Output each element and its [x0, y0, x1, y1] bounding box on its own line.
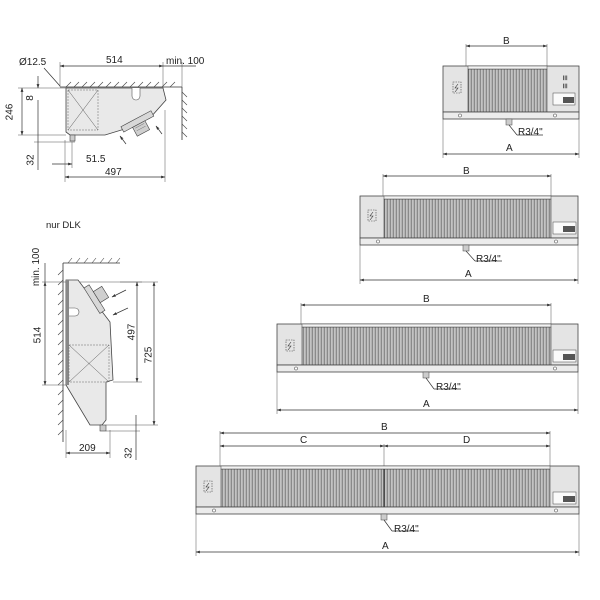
unit-4-c-label: C	[300, 435, 308, 446]
unit-3-drain-label: R3/4"	[436, 382, 461, 393]
depth-209-label: 209	[79, 443, 96, 454]
unit-3-a-label: A	[423, 399, 430, 410]
unit-2-drain-label: R3/4"	[476, 254, 501, 265]
height-725-label: 725	[143, 346, 155, 364]
drain-32-label: 32	[25, 154, 37, 166]
unit-4-b-label: B	[381, 422, 388, 433]
unit-3-b-label: B	[423, 294, 430, 305]
unit-1-b-label: B	[503, 36, 510, 47]
unit-1-drain-label: R3/4"	[518, 127, 543, 138]
min-clearance-label: min. 100	[166, 56, 205, 67]
unit-2-front-view	[359, 174, 579, 284]
wall-mount-side-view	[42, 257, 158, 460]
height-246-label: 246	[4, 103, 16, 121]
unit-4-d-label: D	[463, 435, 471, 446]
pipe-diameter-label: Ø12.5	[19, 57, 47, 68]
unit-2-b-label: B	[463, 166, 470, 177]
unit-3-front-view	[276, 303, 579, 414]
unit-4-front-view	[195, 431, 580, 556]
nur-dlk-caption: nur DLK	[46, 220, 81, 231]
width-514-label: 514	[106, 55, 123, 66]
unit-1-a-label: A	[506, 143, 513, 154]
unit-4-drain-label: R3/4"	[394, 524, 419, 535]
unit-4-a-label: A	[382, 541, 389, 552]
unit-1-front-view: ≡ ≡	[442, 44, 580, 158]
drain-offset-label: 51.5	[86, 154, 106, 165]
height-514-label: 514	[32, 326, 44, 344]
offset-8-label: 8	[24, 95, 36, 101]
depth-497-label: 497	[105, 167, 122, 178]
svg-text:≡ ≡: ≡ ≡	[559, 75, 570, 89]
height-497-label: 497	[126, 323, 138, 341]
unit-2-a-label: A	[465, 269, 472, 280]
wall-min-clearance-label: min. 100	[31, 247, 43, 287]
ceiling-mount-side-view	[18, 62, 196, 182]
wall-drain-32-label: 32	[123, 447, 135, 459]
